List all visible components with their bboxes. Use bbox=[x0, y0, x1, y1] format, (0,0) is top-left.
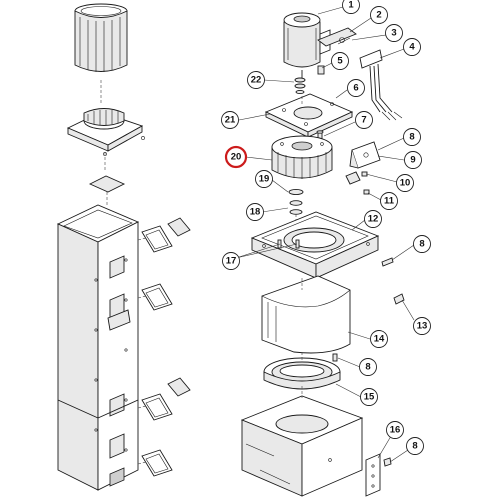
callout-1[interactable]: 1 bbox=[342, 0, 360, 14]
callout-13[interactable]: 13 bbox=[413, 317, 431, 335]
leader-lines bbox=[235, 6, 415, 463]
svg-text:8: 8 bbox=[412, 441, 417, 452]
callout-10[interactable]: 10 bbox=[396, 174, 414, 192]
callout-21[interactable]: 21 bbox=[221, 111, 239, 129]
svg-text:18: 18 bbox=[250, 207, 261, 218]
svg-text:7: 7 bbox=[361, 115, 366, 126]
callout-7[interactable]: 7 bbox=[355, 111, 373, 129]
inlet-ring bbox=[263, 357, 341, 390]
mounting-plate bbox=[264, 93, 354, 138]
screw-8-middle bbox=[332, 353, 338, 362]
scroll-wrap bbox=[261, 275, 351, 354]
svg-text:9: 9 bbox=[410, 155, 415, 166]
svg-text:20: 20 bbox=[231, 152, 242, 163]
callout-14[interactable]: 14 bbox=[370, 330, 388, 348]
svg-text:2: 2 bbox=[376, 10, 381, 21]
callout-6[interactable]: 6 bbox=[347, 79, 365, 97]
left-duct-assembly bbox=[56, 3, 191, 491]
callout-8-upper[interactable]: 8 bbox=[403, 128, 421, 146]
blower-housing bbox=[250, 211, 380, 279]
svg-text:22: 22 bbox=[251, 75, 262, 86]
svg-text:19: 19 bbox=[259, 174, 270, 185]
svg-text:13: 13 bbox=[417, 321, 428, 332]
svg-text:12: 12 bbox=[368, 214, 379, 225]
callout-15[interactable]: 15 bbox=[360, 388, 378, 406]
svg-text:15: 15 bbox=[364, 392, 375, 403]
svg-text:6: 6 bbox=[353, 83, 358, 94]
base-box bbox=[240, 395, 364, 497]
callout-22[interactable]: 22 bbox=[247, 71, 265, 89]
blower-assembly bbox=[240, 12, 405, 497]
callout-16[interactable]: 16 bbox=[386, 421, 404, 439]
svg-text:8: 8 bbox=[419, 239, 424, 250]
callout-4[interactable]: 4 bbox=[403, 38, 421, 56]
callout-17[interactable]: 17 bbox=[222, 252, 240, 270]
svg-text:14: 14 bbox=[374, 334, 385, 345]
svg-text:17: 17 bbox=[226, 256, 237, 267]
svg-text:11: 11 bbox=[384, 196, 395, 207]
svg-text:16: 16 bbox=[390, 425, 401, 436]
screw-8-right bbox=[381, 257, 394, 267]
callout-8-lower[interactable]: 8 bbox=[406, 437, 424, 455]
callout-8-right[interactable]: 8 bbox=[413, 235, 431, 253]
svg-text:8: 8 bbox=[409, 132, 414, 143]
duct-collar-flange bbox=[66, 80, 145, 170]
callout-12[interactable]: 12 bbox=[364, 210, 382, 228]
svg-text:4: 4 bbox=[409, 42, 415, 53]
bracket-16 bbox=[365, 453, 392, 497]
callout-2[interactable]: 2 bbox=[370, 6, 388, 24]
callout-3[interactable]: 3 bbox=[385, 24, 403, 42]
duct-cylinder bbox=[74, 3, 128, 72]
callout-19[interactable]: 19 bbox=[255, 170, 273, 188]
callout-18[interactable]: 18 bbox=[246, 203, 264, 221]
callout-20-highlighted[interactable]: 20 bbox=[224, 145, 248, 169]
svg-text:21: 21 bbox=[225, 115, 236, 126]
callout-5[interactable]: 5 bbox=[331, 52, 349, 70]
capacitor-bracket bbox=[345, 141, 381, 195]
column-enclosure bbox=[56, 204, 140, 491]
callout-8-middle[interactable]: 8 bbox=[359, 358, 377, 376]
svg-text:5: 5 bbox=[337, 56, 343, 67]
shaft-hardware bbox=[294, 65, 325, 95]
motor bbox=[283, 12, 331, 82]
wiring-harness bbox=[359, 49, 403, 121]
column-access-plates bbox=[107, 217, 191, 477]
blower-wheel bbox=[271, 135, 333, 179]
washers bbox=[288, 188, 304, 215]
callout-9[interactable]: 9 bbox=[404, 151, 422, 169]
svg-text:1: 1 bbox=[348, 0, 354, 11]
svg-text:3: 3 bbox=[391, 28, 396, 39]
svg-text:10: 10 bbox=[400, 178, 411, 189]
svg-text:8: 8 bbox=[365, 362, 370, 373]
motor-bracket bbox=[317, 27, 357, 47]
gasket-plate bbox=[88, 175, 126, 193]
callout-11[interactable]: 11 bbox=[380, 192, 398, 210]
screw-13 bbox=[393, 293, 405, 305]
